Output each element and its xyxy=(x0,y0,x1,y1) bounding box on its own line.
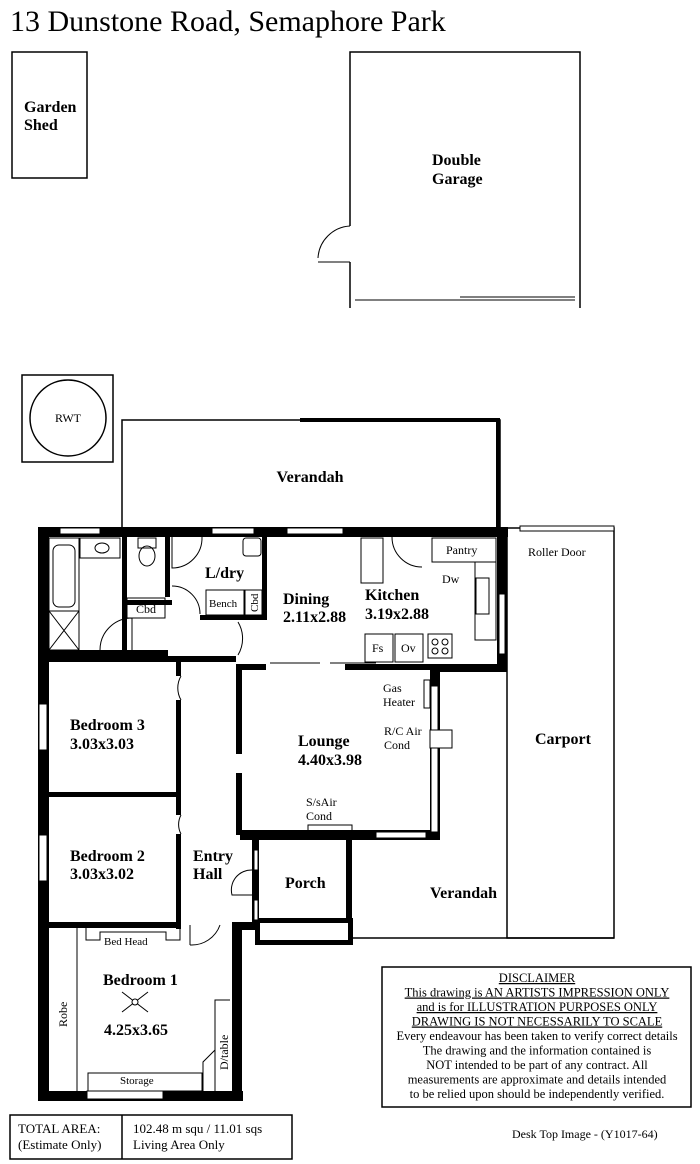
roller-door-label: Roller Door xyxy=(528,545,586,559)
bedroom3-size: 3.03x3.03 xyxy=(70,736,134,753)
kitchen-label: Kitchen xyxy=(365,587,419,604)
double-garage: Double Garage xyxy=(317,51,581,308)
disclaimer-line: This drawing is AN ARTISTS IMPRESSION ON… xyxy=(405,986,670,1000)
page-title: 13 Dunstone Road, Semaphore Park xyxy=(10,5,446,38)
gas-heater-label: Gas xyxy=(383,681,402,695)
robe-label: Robe xyxy=(56,1002,70,1027)
dw-label: Dw xyxy=(442,572,460,586)
kitchen-size: 3.19x2.88 xyxy=(365,606,429,623)
bed-head-label: Bed Head xyxy=(104,936,148,948)
dining-size: 2.11x2.88 xyxy=(283,609,346,626)
bedroom1-size: 4.25x3.65 xyxy=(104,1022,168,1039)
walls xyxy=(38,527,508,1101)
total-area-value: 102.48 m squ / 11.01 sqs xyxy=(133,1121,262,1136)
total-area-estimate: (Estimate Only) xyxy=(18,1137,101,1152)
rc-air-label-2: Cond xyxy=(384,738,410,752)
bench-label: Bench xyxy=(209,598,238,610)
total-area-label: TOTAL AREA: xyxy=(18,1121,100,1136)
storage-label: Storage xyxy=(120,1075,154,1087)
footer-image-ref: Desk Top Image - (Y1017-64) xyxy=(512,1127,658,1141)
dining-label: Dining xyxy=(283,591,329,608)
lounge-size: 4.40x3.98 xyxy=(298,752,362,769)
entry-hall-label-2: Hall xyxy=(193,866,223,883)
disclaimer-line: DRAWING IS NOT NECESSARILY TO SCALE xyxy=(412,1015,663,1029)
disclaimer-line: NOT intended to be part of any contract.… xyxy=(426,1058,648,1072)
entry-hall-label: Entry xyxy=(193,848,233,865)
disclaimer-line: to be relied upon should be independentl… xyxy=(410,1087,665,1101)
total-area-note: Living Area Only xyxy=(133,1137,225,1152)
bedroom2-size: 3.03x3.02 xyxy=(70,866,134,883)
disclaimer-heading: DISCLAIMER xyxy=(499,971,576,985)
dtable-label: D/table xyxy=(217,1035,231,1070)
disclaimer-line: measurements are approximate and details… xyxy=(408,1073,667,1087)
total-area-box: TOTAL AREA: (Estimate Only) 102.48 m squ… xyxy=(9,1114,293,1160)
fixtures: Cbd Bench Cbd L/dry Pantry Dw Fs Ov xyxy=(48,536,497,1092)
disclaimer-box: DISCLAIMER This drawing is AN ARTISTS IM… xyxy=(381,966,692,1108)
cbd-bath-label: Cbd xyxy=(136,602,156,616)
ov-label: Ov xyxy=(401,641,416,655)
garage-label: Double xyxy=(432,152,481,169)
pantry-label: Pantry xyxy=(446,543,477,557)
verandah-beam xyxy=(300,418,500,422)
ss-air-label-2: Cond xyxy=(306,809,332,823)
verandah-post xyxy=(496,418,500,528)
lounge-label: Lounge xyxy=(298,733,350,750)
gas-heater-label-2: Heater xyxy=(383,695,415,709)
roller-door xyxy=(519,525,615,532)
garden-shed-label-2: Shed xyxy=(24,117,58,134)
rc-air-label: R/C Air xyxy=(384,724,422,738)
bedroom3-label: Bedroom 3 xyxy=(70,717,145,734)
disclaimer-line: and is for ILLUSTRATION PURPOSES ONLY xyxy=(417,1000,658,1014)
verandah-top-label: Verandah xyxy=(277,469,344,486)
verandah-bottom-label: Verandah xyxy=(430,885,497,902)
garden-shed-label: Garden xyxy=(24,99,77,116)
laundry-label: L/dry xyxy=(205,565,244,582)
bedroom1-label: Bedroom 1 xyxy=(103,972,178,989)
disclaimer-line: Every endeavour has been taken to verify… xyxy=(396,1029,677,1043)
rwt-label: RWT xyxy=(55,411,82,425)
bedroom2-label: Bedroom 2 xyxy=(70,848,145,865)
cbd-laundry-label: Cbd xyxy=(249,593,261,612)
carport-label: Carport xyxy=(535,731,592,748)
disclaimer-line: The drawing and the information containe… xyxy=(423,1044,652,1058)
garage-label-2: Garage xyxy=(432,171,483,188)
rainwater-tank: RWT xyxy=(21,374,114,463)
ss-air-label: S/sAir xyxy=(306,795,337,809)
fs-label: Fs xyxy=(372,641,384,655)
porch-label: Porch xyxy=(285,875,326,892)
garden-shed: Garden Shed xyxy=(11,51,88,179)
